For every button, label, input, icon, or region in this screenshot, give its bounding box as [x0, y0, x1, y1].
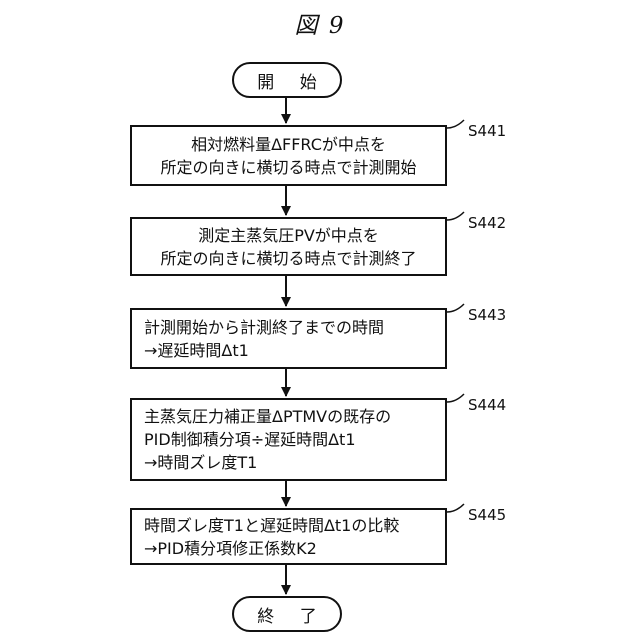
step-label-s441: S441: [468, 122, 506, 140]
step-box-s445: 時間ズレ度T1と遅延時間Δt1の比較 →PID積分項修正係数K2: [130, 508, 447, 565]
step-text-line: 所定の向きに横切る時点で計測終了: [132, 247, 445, 270]
step-label-s444: S444: [468, 396, 506, 414]
step-text-line: PID制御積分項÷遅延時間Δt1: [144, 428, 445, 451]
leader-s443: [447, 304, 464, 312]
end-terminal: 終 了: [232, 596, 342, 632]
step-text-line: 相対燃料量ΔFFRCが中点を: [132, 133, 445, 156]
step-box-s442: 測定主蒸気圧PVが中点を 所定の向きに横切る時点で計測終了: [130, 217, 447, 276]
step-text-line: 測定主蒸気圧PVが中点を: [132, 224, 445, 247]
step-text-line: 時間ズレ度T1と遅延時間Δt1の比較: [144, 514, 445, 537]
start-terminal: 開 始: [232, 62, 342, 98]
step-text-line: 主蒸気圧力補正量ΔPTMVの既存の: [144, 405, 445, 428]
step-label-s443: S443: [468, 306, 506, 324]
step-text-line: 所定の向きに横切る時点で計測開始: [132, 156, 445, 179]
leader-s441: [447, 120, 464, 128]
step-box-s443: 計測開始から計測終了までの時間 →遅延時間Δt1: [130, 308, 447, 369]
leader-s442: [447, 212, 464, 220]
step-text-line: →時間ズレ度T1: [144, 451, 445, 474]
leader-s445: [447, 504, 464, 512]
step-text-line: →遅延時間Δt1: [144, 339, 445, 362]
step-label-s445: S445: [468, 506, 506, 524]
step-box-s441: 相対燃料量ΔFFRCが中点を 所定の向きに横切る時点で計測開始: [130, 125, 447, 186]
leader-s444: [447, 394, 464, 402]
step-label-s442: S442: [468, 214, 506, 232]
step-box-s444: 主蒸気圧力補正量ΔPTMVの既存の PID制御積分項÷遅延時間Δt1 →時間ズレ…: [130, 398, 447, 481]
step-text-line: 計測開始から計測終了までの時間: [144, 316, 445, 339]
step-text-line: →PID積分項修正係数K2: [144, 537, 445, 560]
